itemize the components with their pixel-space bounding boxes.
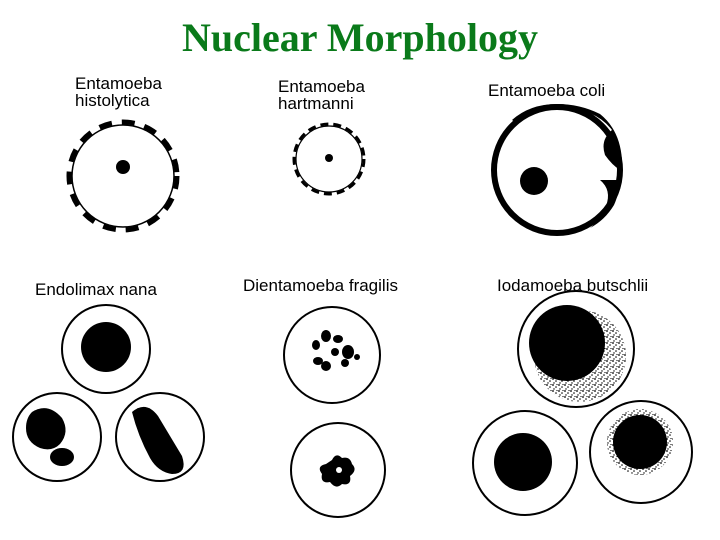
nucleus-e-coli xyxy=(491,104,623,236)
label-iodamoeba-butschlii: Iodamoeba butschlii xyxy=(497,276,649,295)
label-endolimax-nana: Endolimax nana xyxy=(35,280,157,299)
label-line: Entamoeba xyxy=(278,77,365,96)
label-line: histolytica xyxy=(75,91,150,110)
nucleus-e-histolytica xyxy=(66,119,180,233)
nucleus-endolimax-right xyxy=(115,392,205,482)
label-e-hartmanni: Entamoeba hartmanni xyxy=(278,78,365,112)
slide-title: Nuclear Morphology xyxy=(182,15,538,60)
nucleus-iodamoeba-top xyxy=(517,290,635,408)
nucleus-iodamoeba-left xyxy=(472,410,578,516)
nucleus-iodamoeba-right xyxy=(589,400,693,504)
nucleus-e-hartmanni xyxy=(292,122,366,196)
label-e-histolytica: Entamoeba histolytica xyxy=(75,75,162,109)
label-e-coli: Entamoeba coli xyxy=(488,81,606,100)
nucleus-dientamoeba-bottom xyxy=(290,422,386,518)
label-dientamoeba-fragilis: Dientamoeba fragilis xyxy=(243,276,398,295)
nucleus-endolimax-left xyxy=(12,392,102,482)
label-line: hartmanni xyxy=(278,94,354,113)
nucleus-dientamoeba-top xyxy=(283,306,381,404)
nucleus-endolimax-top xyxy=(61,304,151,394)
label-line: Entamoeba xyxy=(75,74,162,93)
